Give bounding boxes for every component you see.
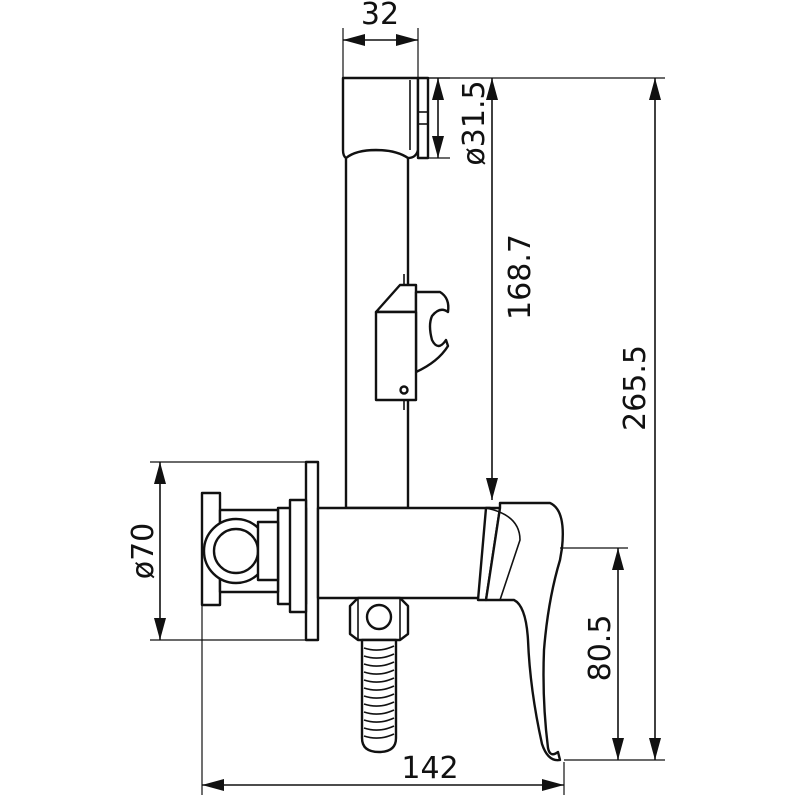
lever-handle [484, 501, 564, 762]
hose-rib [363, 693, 395, 699]
hose-rib [363, 669, 395, 675]
shower-clip [374, 274, 450, 410]
holder-cap-ring [416, 76, 430, 160]
hose-assembly [348, 596, 410, 754]
dimension-holder-diameter: ø31.5 [428, 77, 492, 166]
holder-cap [341, 76, 420, 160]
dimension-total-depth: 142 [201, 605, 565, 795]
dimension-label-142: 142 [401, 751, 458, 786]
dimension-label-o70: ø70 [126, 523, 161, 580]
dimension-label-80-5: 80.5 [583, 615, 618, 682]
hose-rib [363, 661, 395, 667]
dimension-label-168-7: 168.7 [503, 234, 538, 320]
hose-rib [363, 677, 395, 683]
hose-rib [363, 645, 395, 651]
dimension-flange-diameter: ø70 [126, 461, 306, 641]
hose-rib [363, 653, 395, 659]
hose-rib [363, 685, 395, 691]
hose [360, 638, 398, 754]
hose-rib [363, 709, 395, 715]
hose-rib [363, 725, 395, 731]
dimension-label-265-5: 265.5 [618, 345, 653, 431]
hose-rib [363, 733, 395, 739]
mixer-body [276, 460, 564, 762]
hose-rib [363, 701, 395, 707]
hose-rib [363, 717, 395, 723]
dimension-total-height: 265.5 [505, 77, 665, 761]
clip-body [374, 310, 418, 402]
dimension-label-32: 32 [361, 0, 399, 32]
dimension-label-o31-5: ø31.5 [457, 80, 492, 165]
wall-flange [304, 460, 320, 642]
dimension-outlet-height: 80.5 [560, 547, 628, 760]
dimension-width-top: 32 [342, 0, 419, 78]
dimension-holder-height: 168.7 [428, 77, 538, 500]
body-cylinder [316, 506, 492, 600]
wall-connector [200, 491, 280, 607]
